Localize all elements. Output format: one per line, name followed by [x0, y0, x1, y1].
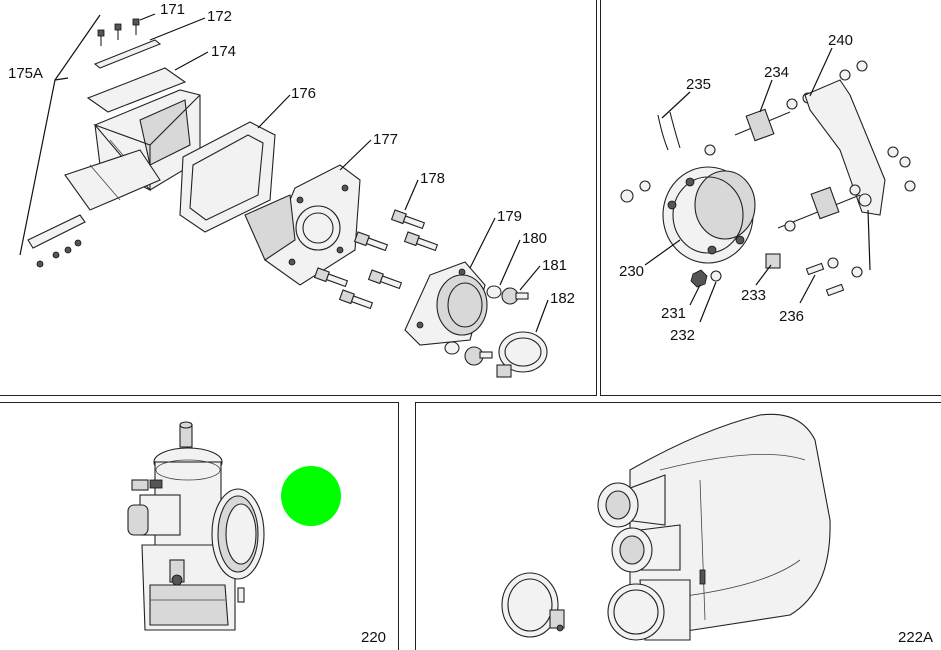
gasket-176 — [179, 121, 276, 233]
label-172: 172 — [207, 8, 233, 25]
label-182: 182 — [550, 290, 576, 307]
inlet-horn-middle — [611, 524, 681, 573]
nut-231 — [690, 269, 708, 288]
hose-235 — [657, 114, 669, 151]
label-179: 179 — [497, 208, 523, 225]
engine-mount-panel — [600, 0, 941, 396]
green-marker-dot — [281, 466, 341, 526]
label-234: 234 — [764, 64, 790, 81]
label-240: 240 — [828, 32, 854, 49]
label-180: 180 — [522, 230, 548, 247]
bolts-178 — [313, 209, 439, 310]
label-233: 233 — [741, 287, 767, 304]
hub-230 — [662, 166, 756, 264]
hose-clamp-182 — [496, 331, 548, 378]
retainer-plate-172 — [93, 39, 162, 69]
carburetor-body — [127, 421, 265, 631]
label-235: 235 — [686, 76, 712, 93]
label-171: 171 — [160, 1, 186, 18]
reed-petal-lower — [64, 149, 161, 211]
label-178: 178 — [420, 170, 446, 187]
inlet-horn-top — [597, 474, 666, 528]
label-175a: 175A — [8, 65, 44, 82]
inlet-horn-bottom — [607, 579, 691, 641]
label-176: 176 — [291, 85, 317, 102]
label-236: 236 — [779, 308, 805, 325]
stopper-plate — [27, 214, 86, 249]
label-222a: 222A — [898, 629, 934, 646]
bracket-240 — [804, 60, 916, 216]
label-230: 230 — [619, 263, 645, 280]
carb-flange-179 — [404, 261, 488, 346]
label-174: 174 — [211, 43, 237, 60]
screw-181 — [501, 287, 529, 305]
washer-232 — [710, 270, 722, 282]
airbox-hose-clamp — [501, 572, 565, 638]
label-181: 181 — [542, 257, 568, 274]
screws-236 — [805, 257, 863, 297]
label-231: 231 — [661, 305, 687, 322]
label-177: 177 — [373, 131, 399, 148]
screw-171 — [97, 18, 140, 46]
spacer-233 — [765, 253, 781, 269]
intake-manifold-177 — [244, 164, 361, 286]
washer-180 — [486, 285, 502, 299]
reed-petal-174 — [86, 67, 187, 113]
label-232: 232 — [670, 327, 696, 344]
label-220: 220 — [361, 629, 387, 646]
